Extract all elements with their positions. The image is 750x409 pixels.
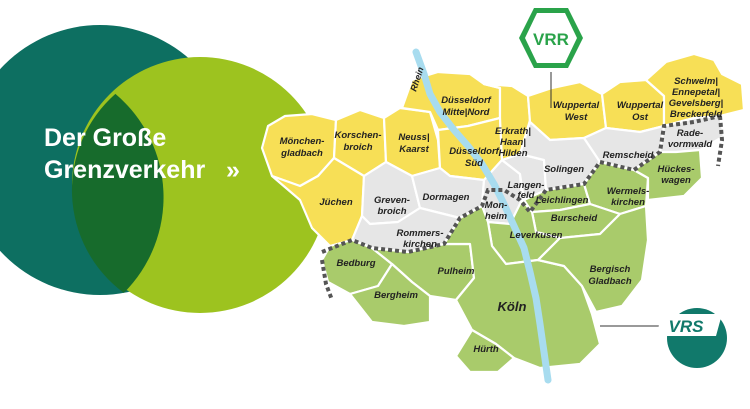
label-korschenbroich: Korschen-broich xyxy=(335,130,382,153)
river-rhine xyxy=(412,48,552,384)
network-boundary xyxy=(321,114,721,255)
title-line-2: Grenzverkehr xyxy=(44,156,205,184)
label-huerth: Hürth xyxy=(473,344,499,355)
label-burscheid: Burscheid xyxy=(551,213,598,224)
boundary-zones xyxy=(350,114,726,254)
label-grevenbroich: Greven-broich xyxy=(374,195,410,217)
label-bergheim: Bergheim xyxy=(374,290,418,301)
label-dormagen: Dormagen xyxy=(423,192,470,203)
label-neuss-kaarst: Neuss|Kaarst xyxy=(398,132,430,155)
region-koeln[interactable] xyxy=(442,204,602,370)
label-schwelm: Schwelm|Ennepetal|Gevelsberg|Breckerfeld xyxy=(669,76,724,120)
vrr-logo-text: VRR xyxy=(533,30,569,49)
label-solingen: Solingen xyxy=(544,164,584,175)
circle-overlap xyxy=(71,93,164,293)
vrr-logo-inner xyxy=(525,13,577,63)
vrs-logo-band xyxy=(656,314,722,336)
label-koeln: Köln xyxy=(498,299,527,314)
outer-boundary-east xyxy=(716,115,725,167)
title-line-1: Der Große xyxy=(44,124,166,152)
vrr-logo[interactable]: VRR xyxy=(519,8,583,108)
label-erkrath: Erkrath|Haan|Hilden xyxy=(495,126,531,159)
label-remscheid: Remscheid xyxy=(603,150,654,161)
label-monheim: Mon-heim xyxy=(485,200,508,222)
label-langenfeld: Langen-feld xyxy=(508,180,545,201)
vrs-logo-text: VRS xyxy=(669,317,705,336)
label-wermelskirchen: Wermels-kirchen xyxy=(607,186,650,208)
label-pulheim: Pulheim xyxy=(438,266,476,277)
label-radevormwald: Rade-vormwald xyxy=(668,128,713,150)
label-hueckeswagen: Hückes-wagen xyxy=(658,164,695,186)
region-bergheim[interactable] xyxy=(348,262,432,328)
label-bedburg: Bedburg xyxy=(336,258,375,269)
label-rommerskirchen: Rommers-kirchen xyxy=(397,228,444,250)
outer-boundary-south xyxy=(320,259,334,301)
region-hueckeswagen[interactable] xyxy=(632,148,704,202)
region-labels: Mönchen-gladbach Korschen-broich Neuss|K… xyxy=(280,76,724,355)
label-moenchengladbach: Mönchen-gladbach xyxy=(280,136,325,159)
vrs-logo[interactable]: VRS xyxy=(600,308,727,368)
label-leverkusen: Leverkusen xyxy=(510,230,563,241)
title-graphic: Der Große Grenzverkehr » xyxy=(0,25,328,313)
region-huerth[interactable] xyxy=(454,328,516,374)
region-bergisch-gladbach[interactable] xyxy=(536,204,650,314)
region-schwelm[interactable] xyxy=(644,52,746,128)
label-juechen: Jüchen xyxy=(319,197,352,208)
label-leichlingen: Leichlingen xyxy=(536,195,589,206)
chevron-right-icon: » xyxy=(226,156,240,184)
